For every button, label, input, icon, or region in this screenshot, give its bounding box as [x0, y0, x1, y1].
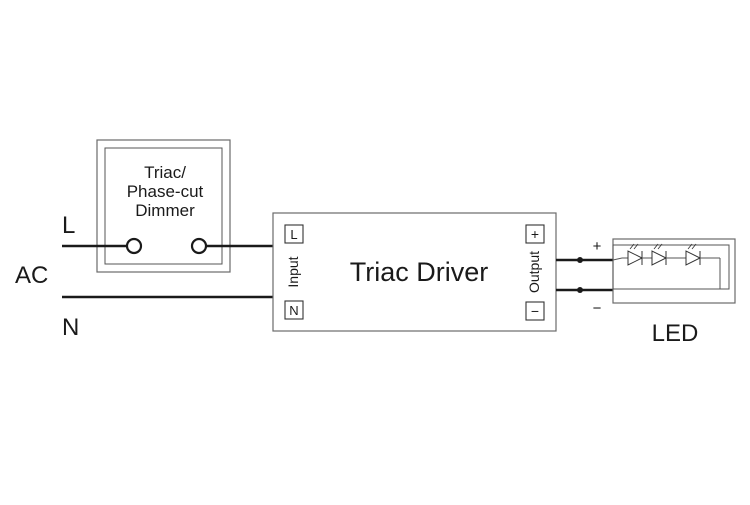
input-terminal-l: L [290, 227, 297, 242]
plus-junction-dot [577, 257, 583, 263]
minus-junction-dot [577, 287, 583, 293]
input-terminal-n: N [289, 303, 298, 318]
triac-driver-box: Triac Driver L N Input + − Output [272, 212, 557, 332]
input-label: Input [285, 256, 301, 287]
ac-neutral-label: N [62, 314, 79, 341]
ac-source-label: AC [15, 262, 48, 289]
output-terminal-plus: + [531, 226, 539, 242]
led-minus-label: − [593, 300, 602, 317]
dimmer-terminal-left [125, 237, 143, 255]
dimmer-label-line1: Triac/ [144, 163, 186, 182]
dimmer-label-line3: Dimmer [135, 201, 195, 220]
output-label: Output [526, 251, 542, 293]
driver-title: Triac Driver [350, 257, 489, 287]
led-label: LED [652, 320, 699, 347]
led-module [612, 238, 736, 304]
dimmer-terminal-right [190, 237, 208, 255]
dimmer-label-line2: Phase-cut [127, 182, 204, 201]
ac-line-label: L [62, 212, 75, 239]
led-plus-label: + [593, 238, 602, 255]
output-terminal-minus: − [531, 303, 539, 319]
dimmer-box: Triac/ Phase-cut Dimmer [96, 139, 231, 273]
